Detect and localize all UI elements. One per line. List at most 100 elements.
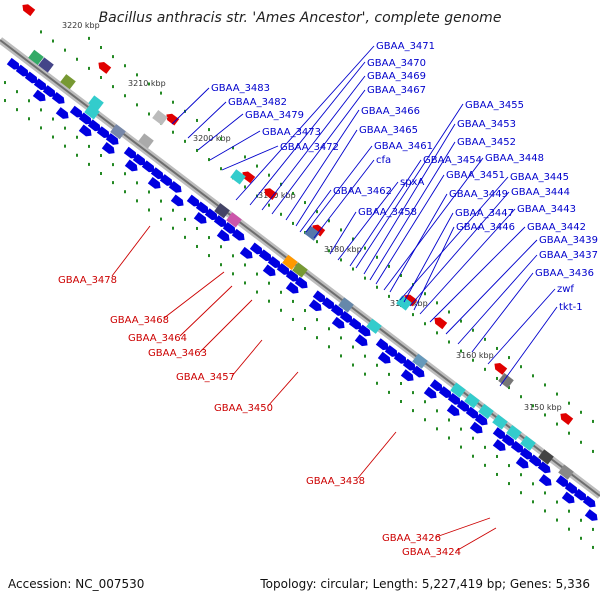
gene-label: GBAA_3439 [539, 235, 598, 246]
forward-gene-glyph [69, 105, 83, 118]
gc-skew-dot [148, 190, 150, 194]
gc-skew-dot [544, 491, 546, 495]
feature-box [110, 124, 126, 140]
gc-skew-dot [520, 491, 522, 495]
gc-skew-dot [388, 390, 390, 394]
accession-text: Accession: NC_007530 [8, 577, 144, 591]
gene-label: GBAA_3452 [457, 137, 516, 148]
gc-skew-dot [424, 292, 426, 296]
forward-gene-glyph [519, 447, 533, 460]
forward-gene-glyph [312, 290, 326, 303]
gene-label: GBAA_3448 [485, 153, 544, 164]
gc-skew-dot [340, 354, 342, 358]
gc-skew-dot [220, 245, 222, 249]
leader-line [357, 431, 397, 479]
gc-skew-dot [52, 39, 54, 43]
leader-line [389, 193, 448, 293]
gc-skew-dot [292, 299, 294, 303]
gc-skew-dot [412, 313, 414, 317]
forward-gene-glyph [213, 215, 227, 227]
forward-gene-glyph [239, 246, 253, 259]
gene-label: GBAA_3426 [382, 533, 441, 544]
gc-skew-dot [460, 445, 462, 449]
gc-skew-dot [160, 199, 162, 203]
gene-label: spxA [400, 177, 424, 188]
map-title: Bacillus anthracis str. 'Ames Ancestor',… [99, 10, 502, 26]
forward-gene-glyph [105, 133, 119, 145]
forward-gene-glyph [159, 174, 173, 186]
gc-skew-dot [136, 199, 138, 203]
gc-skew-dot [232, 254, 234, 258]
leader-line [499, 306, 558, 387]
gc-skew-dot [40, 126, 42, 130]
forward-gene-glyph [147, 176, 161, 189]
leader-line [403, 212, 454, 303]
feature-box [214, 203, 230, 219]
gene-label: GBAA_3447 [455, 208, 514, 219]
gc-skew-dot [160, 217, 162, 221]
feature-box [152, 109, 168, 126]
forward-gene-glyph [438, 386, 452, 398]
leader-line [313, 159, 375, 239]
leader-line [249, 61, 366, 206]
forward-gene-glyph [124, 159, 138, 172]
gc-skew-dot [172, 226, 174, 230]
gc-skew-dot [316, 336, 318, 340]
gc-skew-dot [496, 346, 498, 350]
gc-skew-dot [388, 372, 390, 376]
forward-gene-glyph [32, 89, 46, 102]
forward-gene-glyph [402, 358, 416, 371]
leader-line [369, 141, 456, 281]
forward-gene-glyph [249, 242, 263, 255]
gc-skew-dot [232, 272, 234, 276]
gene-label: GBAA_3453 [457, 119, 516, 130]
gc-skew-dot [304, 201, 306, 205]
gc-skew-dot [400, 274, 402, 277]
gc-skew-dot [196, 118, 198, 122]
gc-skew-dot [148, 82, 150, 86]
gc-skew-dot [364, 276, 366, 280]
gc-skew-dot [556, 500, 558, 504]
forward-gene-glyph [308, 299, 322, 312]
reverse-gene-glyph [404, 294, 418, 307]
gc-skew-dot [88, 66, 90, 70]
gc-skew-dot [76, 135, 78, 139]
gc-skew-dot [172, 208, 174, 212]
forward-gene-glyph [393, 351, 407, 364]
forward-gene-glyph [193, 211, 207, 224]
gc-skew-dot [16, 90, 18, 94]
reverse-gene-glyph [98, 62, 112, 74]
leader-line [171, 87, 210, 125]
gene-label: GBAA_3468 [110, 315, 169, 326]
gc-skew-dot [328, 345, 330, 349]
gene-label: GBAA_3463 [148, 348, 207, 359]
gene-label: tkt-1 [559, 302, 583, 313]
gc-skew-dot [208, 128, 210, 132]
gc-skew-dot [100, 46, 102, 49]
gene-label: GBAA_3458 [358, 207, 417, 218]
forward-gene-glyph [492, 427, 506, 439]
gc-skew-dot [328, 219, 330, 223]
gc-skew-dot [508, 482, 510, 486]
gc-skew-dot [556, 392, 558, 396]
leader-line [197, 113, 244, 151]
leader-line [111, 225, 151, 277]
gc-skew-dot [364, 372, 366, 376]
gc-skew-dot [184, 217, 186, 221]
forward-gene-glyph [78, 112, 92, 125]
gc-skew-dot [100, 154, 102, 157]
gc-skew-dot [376, 255, 378, 259]
gc-skew-dot [580, 410, 582, 414]
gc-skew-dot [460, 319, 462, 323]
gc-skew-dot [280, 212, 282, 216]
gc-skew-dot [100, 76, 102, 79]
leader-line [295, 129, 358, 227]
forward-gene-glyph [262, 264, 276, 277]
gc-skew-dot [484, 445, 486, 449]
gene-label: GBAA_3479 [245, 110, 304, 121]
gc-skew-dot [436, 301, 438, 305]
forward-gene-glyph [33, 78, 47, 91]
gene-label: GBAA_3443 [517, 204, 576, 215]
forward-gene-labels: GBAA_3471 GBAA_3470 GBAA_3469 GBAA_3467 … [211, 41, 598, 313]
forward-gene-glyph [168, 180, 182, 193]
